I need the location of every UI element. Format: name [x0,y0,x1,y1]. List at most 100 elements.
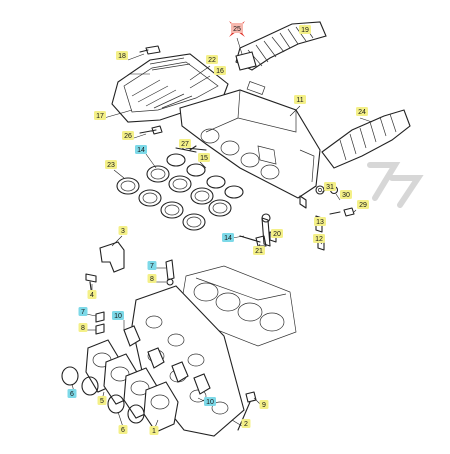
callout-label: 21 [255,248,263,255]
callout-c16: 16 [214,66,226,75]
callout-c19: 19 [299,25,311,34]
callout-label: 29 [359,202,367,209]
callout-highlight [241,419,251,428]
callout-label: 14 [137,147,145,154]
callout-highlight [135,145,147,154]
callout-label: 15 [200,155,208,162]
callout-highlight [147,274,157,283]
callout-label: 4 [90,292,94,299]
callout-label: 26 [124,133,132,140]
callout-highlight [78,307,88,316]
callout-label: 5 [100,398,104,405]
callout-label: 6 [70,391,74,398]
callout-c11: 11 [294,95,306,104]
callout-label: 8 [81,325,85,332]
callout-label: 1 [152,428,156,435]
callout-highlight [87,290,97,299]
callout-label: 7 [150,263,154,270]
callout-label: 9 [262,402,266,409]
callout-c27: 27 [179,139,191,148]
callout-highlight [94,111,106,120]
callout-highlight [67,389,77,398]
callout-c6a: 6 [67,389,77,398]
callout-label: 14 [224,235,232,242]
callout-highlight [357,200,369,209]
callout-highlight [122,131,134,140]
callout-highlight [204,397,216,406]
callout-highlight [149,426,159,435]
bracket-3 [85,241,125,297]
callout-highlight [198,153,210,162]
callout-c25: 25 [229,21,245,37]
callout-c14b: 14 [222,233,234,242]
callout-label: 6 [121,427,125,434]
callout-c18: 18 [116,51,128,60]
screws-mid [239,213,277,247]
callout-c15: 15 [198,153,210,162]
callout-highlight [214,66,226,75]
callout-highlight [340,190,352,199]
o-rings-6 [61,366,145,424]
callout-label: 16 [216,68,224,75]
callout-label: 8 [150,276,154,283]
callout-c26: 26 [122,131,134,140]
callout-c7b: 7 [78,307,88,316]
callout-highlight [299,25,311,34]
callout-label: 17 [96,113,104,120]
air-duct-24 [321,109,411,169]
callout-highlight [294,95,306,104]
cross-arrows-icon [229,21,245,37]
callout-highlight [314,217,326,226]
callout-highlight [324,182,336,191]
callout-c9: 9 [259,400,269,409]
watermark [367,162,424,208]
callout-label: 3 [121,228,125,235]
callout-label: 31 [326,184,334,191]
callout-c13: 13 [314,217,326,226]
callout-label: 23 [107,162,115,169]
air-duct-19 [235,21,327,71]
callout-c24: 24 [356,107,368,116]
callout-label: 25 [233,26,241,33]
callout-highlight [97,396,107,405]
callout-highlight [313,234,325,243]
callout-c10b: 10 [204,397,216,406]
callout-highlight [105,160,117,169]
callout-highlight [179,139,191,148]
callout-label: 20 [273,231,281,238]
callout-c23: 23 [105,160,117,169]
callout-c14a: 14 [135,145,147,154]
callout-c1: 1 [149,426,159,435]
callout-label: 19 [301,27,309,34]
callout-highlight [116,51,128,60]
callout-label: 30 [342,192,350,199]
callout-c10a: 10 [112,311,124,320]
callout-highlight [118,425,128,434]
callout-c5: 5 [97,396,107,405]
callout-label: 2 [244,421,248,428]
callout-c29: 29 [357,200,369,209]
callout-label: 10 [206,399,214,406]
callout-label: 12 [315,236,323,243]
callout-c7a: 7 [147,261,157,270]
callout-label: 18 [118,53,126,60]
callout-highlight [259,400,269,409]
callout-highlight [118,226,128,235]
callout-c8b: 8 [78,323,88,332]
callout-label: 11 [296,97,303,104]
callout-c3: 3 [118,226,128,235]
callout-highlight [206,55,218,64]
callout-label: 27 [181,141,189,148]
callout-c31: 31 [324,182,336,191]
dowel-pins [95,259,175,335]
callout-c8a: 8 [147,274,157,283]
callout-label: 24 [358,109,366,116]
callout-highlight [112,311,124,320]
callout-c17: 17 [94,111,106,120]
callout-highlight [222,233,234,242]
callout-c20: 20 [271,229,283,238]
callout-highlight [356,107,368,116]
